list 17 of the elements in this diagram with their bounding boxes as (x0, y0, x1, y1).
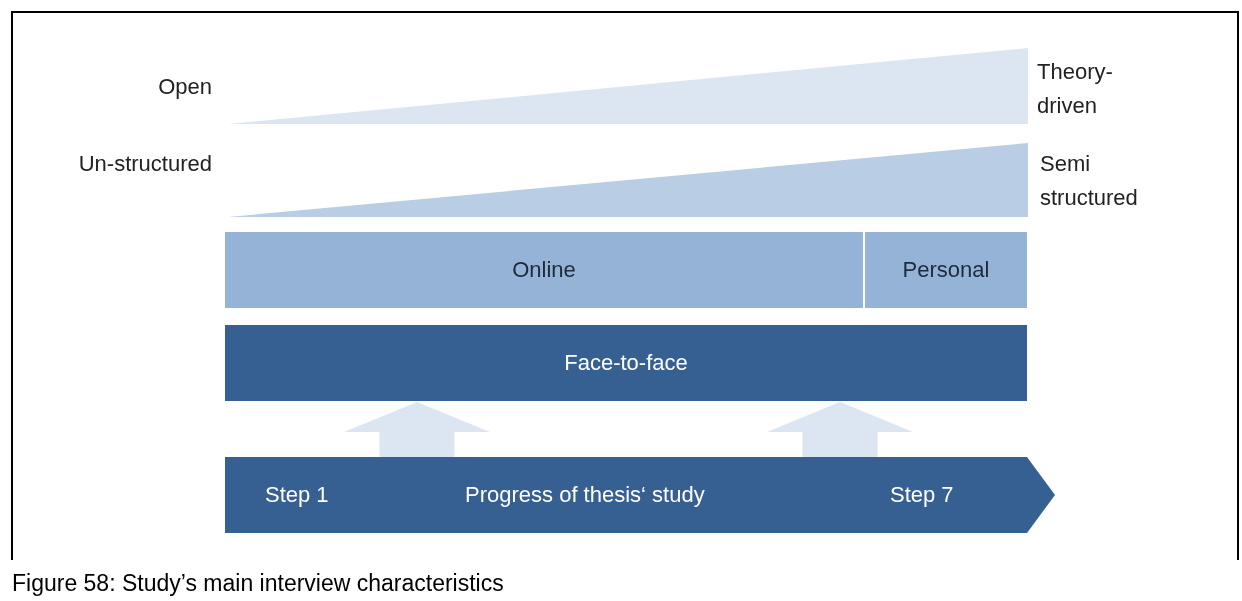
bar-label: Personal (901, 256, 991, 284)
figure-caption: Figure 58: Study’s main interview characteristics (12, 569, 504, 598)
mode-bar (225, 232, 863, 308)
scale-label: Un-structured (77, 150, 212, 178)
bar-label: Progress of thesis‘ study (465, 481, 705, 509)
bar-label: Online (511, 256, 577, 284)
block-arrow (767, 402, 913, 457)
bar-label: Face-to-face (563, 349, 689, 377)
mode-bar (865, 232, 1027, 308)
bar-label: Step 1 (265, 481, 329, 509)
progress-arrow-band (225, 457, 1055, 533)
block-arrow (344, 402, 490, 457)
mode-bar (225, 325, 1027, 401)
bar-label: Step 7 (890, 481, 954, 509)
scale-label: Theory-driven (1037, 58, 1114, 120)
scale-label: Open (157, 73, 212, 101)
scale-label: Semi structured (1040, 150, 1139, 212)
